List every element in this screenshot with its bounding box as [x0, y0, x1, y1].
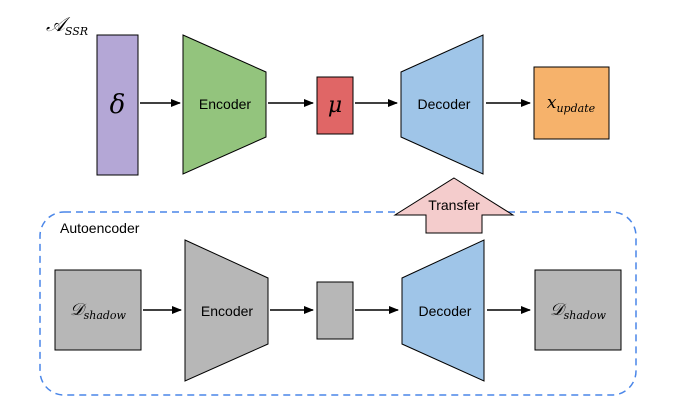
- delta-label: δ: [110, 90, 126, 120]
- a-ssr-title: 𝒜SSR: [46, 12, 88, 38]
- top-decoder-label: Decoder: [418, 96, 471, 112]
- transfer-label: Transfer: [428, 197, 480, 213]
- x-update-box: [533, 66, 610, 140]
- top-encoder-block: [182, 34, 267, 175]
- mu-box: [316, 76, 354, 135]
- x-update-label: xupdate: [547, 93, 596, 115]
- mu-label: μ: [328, 93, 342, 118]
- shadow-output-box: [534, 269, 622, 351]
- latent-box: [316, 281, 354, 340]
- shadow-input-label: 𝒟shadow: [70, 300, 127, 322]
- bottom-encoder-label: Encoder: [201, 303, 253, 319]
- transfer-arrow: [393, 177, 515, 234]
- shadow-output-label: 𝒟shadow: [550, 300, 607, 322]
- bottom-decoder-label: Decoder: [419, 303, 472, 319]
- top-decoder-block: [400, 34, 484, 175]
- bottom-decoder-block: [401, 239, 485, 382]
- autoencoder-dashed-border: [39, 211, 637, 396]
- bottom-encoder-block: [184, 239, 269, 382]
- shadow-input-box: [54, 269, 142, 351]
- autoencoder-label: Autoencoder: [60, 220, 140, 236]
- top-encoder-label: Encoder: [199, 96, 251, 112]
- delta-box: [96, 34, 139, 176]
